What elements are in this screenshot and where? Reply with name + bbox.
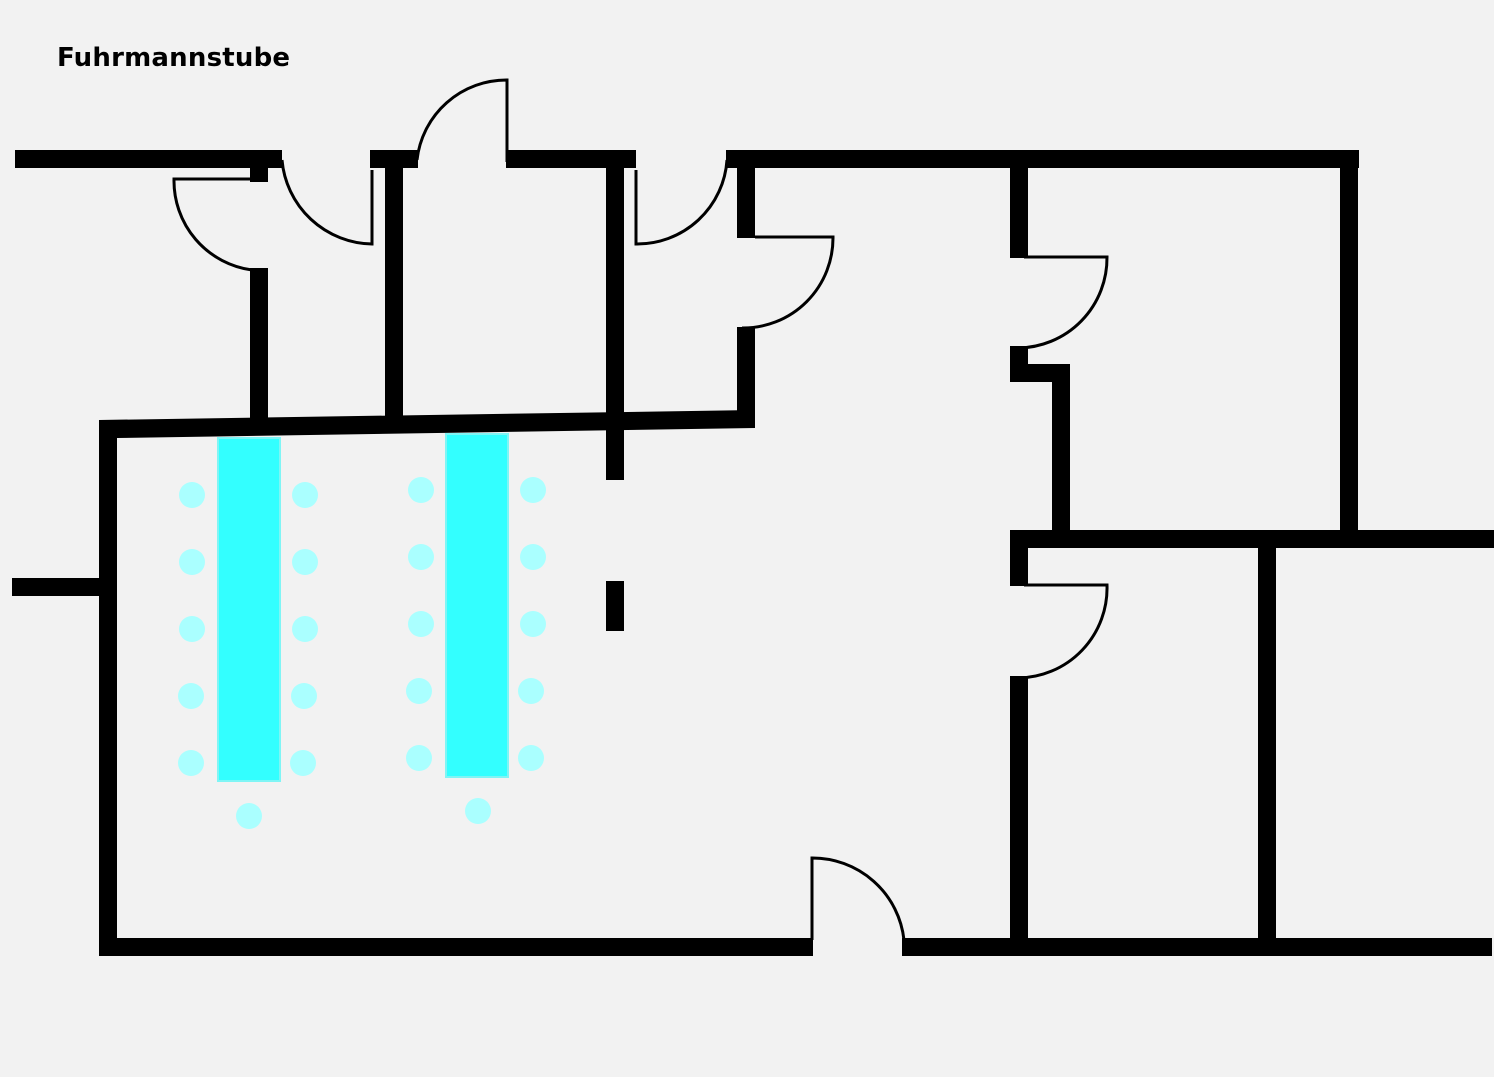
wall-right-vertical	[1340, 150, 1358, 548]
door-swing	[280, 159, 374, 246]
chair	[465, 798, 491, 824]
table	[217, 437, 281, 782]
door-swing	[1017, 255, 1109, 350]
chair	[408, 611, 434, 637]
doors	[172, 78, 1109, 941]
door-swing	[634, 159, 729, 246]
chair	[178, 750, 204, 776]
wall-vertical	[385, 150, 403, 420]
walls	[12, 150, 1494, 956]
furniture	[178, 433, 546, 829]
door-swing	[810, 856, 906, 941]
wall-vertical	[1010, 676, 1028, 956]
door-swing	[1017, 583, 1109, 680]
chair	[292, 549, 318, 575]
chair	[179, 482, 205, 508]
wall-bottom-right	[902, 938, 1492, 956]
wall-top-left	[15, 150, 282, 168]
chair	[292, 616, 318, 642]
door-swing	[415, 78, 509, 162]
wall-room-divider	[1010, 530, 1494, 548]
wall-main-left	[99, 420, 117, 956]
wall-vertical	[250, 268, 268, 420]
chair	[291, 683, 317, 709]
chair	[292, 482, 318, 508]
door-swing	[172, 177, 253, 272]
chairs-table-1	[178, 482, 318, 829]
chair	[520, 477, 546, 503]
wall-left-stub	[12, 578, 101, 596]
chair	[406, 678, 432, 704]
wall-main-top	[99, 410, 755, 438]
wall-main-bottom	[99, 938, 813, 956]
room-title: Fuhrmannstube	[57, 43, 291, 73]
wall-top-segment	[506, 150, 636, 168]
chair	[408, 544, 434, 570]
chair	[290, 750, 316, 776]
wall-vertical	[1258, 530, 1276, 956]
wall-vertical	[737, 150, 755, 238]
chair	[518, 678, 544, 704]
chair	[406, 745, 432, 771]
chair	[520, 544, 546, 570]
door-swing	[741, 235, 835, 330]
chair	[179, 549, 205, 575]
chair	[408, 477, 434, 503]
wall-stub	[250, 150, 268, 182]
chair	[236, 803, 262, 829]
chair	[520, 611, 546, 637]
wall-vertical	[1052, 364, 1070, 548]
wall-vertical	[1010, 530, 1028, 586]
wall-top-right	[726, 150, 1359, 168]
wall-vertical	[1010, 150, 1028, 258]
wall-vertical	[737, 327, 755, 428]
chair	[178, 683, 204, 709]
table	[445, 433, 509, 778]
chairs-table-2	[406, 477, 546, 824]
chair	[179, 616, 205, 642]
wall-vertical	[606, 150, 624, 480]
chair	[518, 745, 544, 771]
wall-vertical	[606, 581, 624, 631]
